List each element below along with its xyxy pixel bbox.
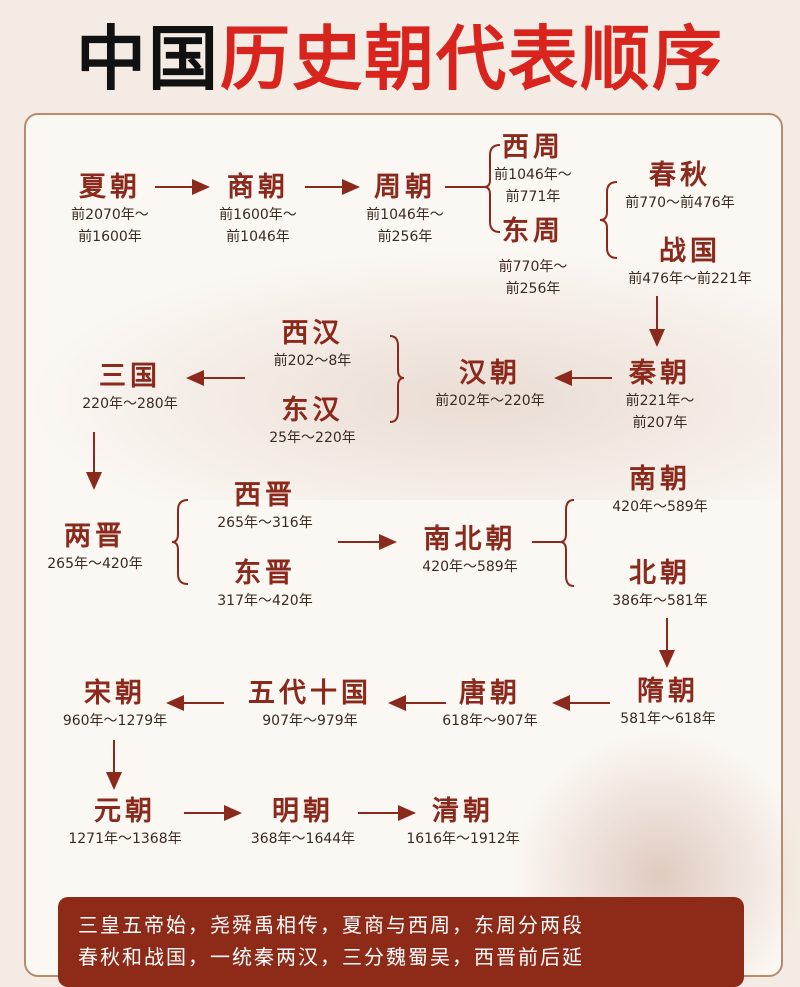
node-name: 隋朝 <box>637 676 699 707</box>
node-date: 前207年 <box>632 415 688 431</box>
node-date: 前202年～220年 <box>435 393 545 409</box>
poem-line: 春秋和战国，一统秦两汉，三分魏蜀吴，西晋前后延 <box>78 945 584 969</box>
node-date: 220年～280年 <box>82 396 178 412</box>
node-dongzhou: 东周 前770年～ 前256年 <box>478 216 588 300</box>
node-name: 汉朝 <box>459 358 521 389</box>
node-date: 前256年 <box>377 229 433 245</box>
node-chunqiu: 春秋 前770～前476年 <box>605 160 755 214</box>
node-name: 两晋 <box>64 521 126 552</box>
node-name: 三国 <box>99 361 161 392</box>
node-date: 618年～907年 <box>442 713 538 729</box>
node-name: 周朝 <box>374 172 436 203</box>
mnemonic-poem: 三皇五帝始，尧舜禹相传，夏商与西周，东周分两段 春秋和战国，一统秦两汉，三分魏蜀… <box>58 897 744 987</box>
node-name: 唐朝 <box>459 678 521 709</box>
node-name: 春秋 <box>649 160 711 191</box>
node-date: 前202～8年 <box>273 353 352 369</box>
poem-line: 三皇五帝始，尧舜禹相传，夏商与西周，东周分两段 <box>78 913 584 937</box>
node-qing: 清朝 1616年～1912年 <box>388 796 538 850</box>
node-date: 907年～979年 <box>262 713 358 729</box>
node-shang: 商朝 前1600年～ 前1046年 <box>193 172 323 248</box>
node-date: 前1046年～ <box>494 167 572 183</box>
node-zhanguo: 战国 前476年～前221年 <box>600 236 780 290</box>
node-wudai: 五代十国 907年～979年 <box>225 678 395 732</box>
brace-zhou <box>483 144 501 233</box>
node-song: 宋朝 960年～1279年 <box>40 678 190 732</box>
node-qin: 秦朝 前221年～ 前207年 <box>600 358 720 434</box>
brace-liangjin <box>171 499 189 585</box>
node-date: 265年～420年 <box>47 556 143 572</box>
connector-lines <box>86 144 675 821</box>
node-sanguo: 三国 220年～280年 <box>55 361 205 415</box>
diagram-panel <box>24 113 783 977</box>
node-date: 420年～589年 <box>612 499 708 515</box>
node-date: 前1046年～ <box>366 207 444 223</box>
node-date: 317年～420年 <box>217 593 313 609</box>
node-name: 宋朝 <box>84 678 146 709</box>
node-date: 前770～前476年 <box>625 195 735 211</box>
background-wash <box>24 250 779 500</box>
node-date: 前1046年 <box>226 229 290 245</box>
node-name: 东晋 <box>234 558 296 589</box>
node-xijin: 西晋 265年～316年 <box>195 480 335 534</box>
node-name: 战国 <box>659 236 721 267</box>
node-name: 夏朝 <box>79 172 141 203</box>
node-name: 商朝 <box>227 172 289 203</box>
node-name: 元朝 <box>94 796 156 827</box>
node-date: 前221年～ <box>625 393 695 409</box>
node-name: 西晋 <box>234 480 296 511</box>
node-date: 581年～618年 <box>620 711 716 727</box>
node-name: 五代十国 <box>248 678 372 709</box>
node-name: 明朝 <box>272 796 334 827</box>
node-name: 南朝 <box>629 464 691 495</box>
node-name: 东周 <box>502 216 564 247</box>
node-date: 前2070年～ <box>71 207 149 223</box>
node-date: 前1600年 <box>78 229 142 245</box>
node-nanchao: 南朝 420年～589年 <box>590 464 730 518</box>
page-title: 中国历史朝代表顺序 <box>76 18 724 100</box>
node-name: 秦朝 <box>629 358 691 389</box>
node-xihan: 西汉 前202～8年 <box>245 318 380 372</box>
node-donghan: 东汉 25年～220年 <box>245 395 380 449</box>
node-ming: 明朝 368年～1644年 <box>228 796 378 850</box>
node-date: 420年～589年 <box>422 559 518 575</box>
brace-nanbeichao <box>559 499 575 587</box>
node-date: 前256年 <box>505 281 561 297</box>
node-name: 西汉 <box>281 318 344 349</box>
node-date: 960年～1279年 <box>62 713 168 729</box>
node-xizhou: 西周 前1046年～ 前771年 <box>478 132 588 208</box>
brace-dongzhou <box>599 181 618 259</box>
node-name: 清朝 <box>432 796 494 827</box>
node-name: 西周 <box>502 132 564 163</box>
node-beichao: 北朝 386年～581年 <box>590 558 730 612</box>
node-liangjin: 两晋 265年～420年 <box>25 521 165 575</box>
node-nanbeichao: 南北朝 420年～589年 <box>395 524 545 578</box>
node-han: 汉朝 前202年～220年 <box>410 358 570 412</box>
node-tang: 唐朝 618年～907年 <box>420 678 560 732</box>
node-sui: 隋朝 581年～618年 <box>598 676 738 730</box>
node-date: 前771年 <box>505 189 561 205</box>
node-date: 1616年～1912年 <box>406 831 520 847</box>
node-date: 前476年～前221年 <box>628 271 752 287</box>
node-date: 265年～316年 <box>217 515 313 531</box>
node-zhou: 周朝 前1046年～ 前256年 <box>340 172 470 248</box>
node-date: 368年～1644年 <box>250 831 356 847</box>
node-name: 南北朝 <box>423 524 517 555</box>
node-date: 386年～581年 <box>612 593 708 609</box>
node-name: 东汉 <box>281 395 344 426</box>
brace-han <box>389 335 405 423</box>
node-date: 25年～220年 <box>269 430 356 446</box>
node-date: 前770年～ <box>498 259 568 275</box>
node-date: 前1600年～ <box>219 207 297 223</box>
node-yuan: 元朝 1271年～1368年 <box>50 796 200 850</box>
node-date: 1271年～1368年 <box>68 831 182 847</box>
node-dongjin: 东晋 317年～420年 <box>195 558 335 612</box>
node-name: 北朝 <box>629 558 691 589</box>
node-xia: 夏朝 前2070年～ 前1600年 <box>45 172 175 248</box>
